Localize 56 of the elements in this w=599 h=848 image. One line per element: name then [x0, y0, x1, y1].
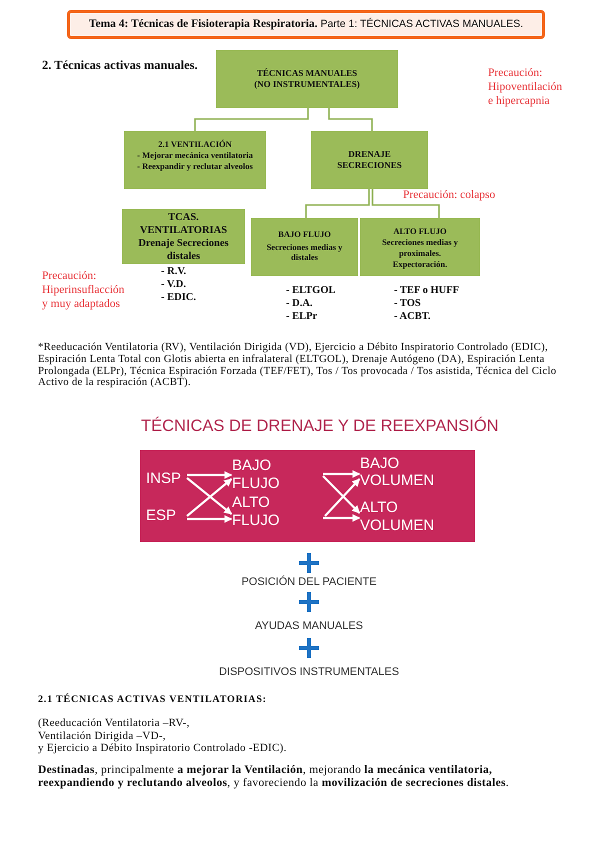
category-box [311, 131, 428, 189]
connector-line [305, 189, 370, 218]
arrow [323, 514, 360, 522]
category-box [360, 218, 480, 276]
category-box [122, 209, 245, 264]
figure-title: TÉCNICAS DE DRENAJE Y DE REEXPANSIÓN [141, 417, 499, 435]
arrow [187, 515, 232, 523]
connector-line [328, 108, 373, 131]
list-item: - ACBT. [394, 310, 432, 323]
box-text: TÉCNICAS MANUALES (NO INSTRUMENTALES) [253, 68, 361, 90]
section-heading: 2.1 TÉCNICAS ACTIVAS VENTILATORIAS: [38, 694, 267, 706]
box-heading: ALTO FLUJO [393, 226, 447, 237]
box-text: Secreciones medias y distales [266, 242, 344, 262]
caution-note: Precaución: colapso [403, 188, 496, 202]
technique-text: POSICIÓN DEL PACIENTE [241, 576, 377, 588]
list-item: - TOS [394, 297, 422, 310]
box-heading: 2.1 VENTILACIÓN [158, 139, 232, 150]
abbreviation-note: *Reeducación Ventilatoria (RV), Ventilación Dirigida (VD), Ejercicio a Débito Inspiratorio Controlado (EDIC), Espiración Lenta Total con Glotis abierta en infralateral (ELTGOL), Drenaje Autógeno (DA), Espiración Lenta Prolongada (ELPr), Técnica Espiración Forzada (TEF/FET), Tos / Tos provocada / Tos asistida, Técnica del Ciclo Activo de la respiración (ACBT). [38, 342, 558, 390]
title-banner: Tema 4: Técnicas de Fisioterapia Respiratoria. Parte 1: TÉCNICAS ACTIVAS MANUALES. [67, 10, 545, 39]
category-box [251, 218, 358, 276]
box-text: Secreciones medias y proximales. Expectoración. [381, 237, 459, 270]
flow-label: BAJO FLUJO [232, 457, 281, 493]
box-text: - Mejorar mecánica ventilatoria [137, 150, 253, 161]
arrow [187, 471, 232, 479]
flow-label: ESP [146, 507, 176, 524]
category-box [124, 131, 266, 189]
body-text: Ventilación Dirigida –VD-, [38, 730, 166, 742]
body-text: Destinadas, principalmente a mejorar la Ventilación, mejorando la mecánica ventilatoria, reexpandiendo y reclutando alveolos, y favoreciendo la movilización de secreciones distales. [38, 764, 510, 790]
body-text: y Ejercicio a Débito Inspiratorio Controlado -EDIC). [38, 742, 287, 754]
flow-label: BAJO VOLUMEN [360, 455, 436, 489]
box-heading: TCAS. VENTILATORIAS [138, 210, 228, 236]
caution-note: Precaución: Hiperinsuflacción y muy adaptados [42, 269, 126, 311]
section-heading: 2. Técnicas activas manuales. [42, 58, 198, 72]
arrow [323, 470, 360, 478]
flow-label: ALTO FLUJO [232, 494, 281, 530]
list-item: - ELPr [286, 310, 318, 323]
list-item: - EDIC. [161, 291, 196, 304]
box-heading: BAJO FLUJO [278, 229, 331, 240]
list-item: - TEF o HUFF [394, 284, 460, 297]
list-item: - R.V. [161, 265, 188, 278]
technique-text: AYUDAS MANUALES [255, 620, 363, 632]
box-text: DRENAJE SECRECIONES [336, 149, 403, 171]
connector-line [194, 108, 309, 131]
technique-text: DISPOSITIVOS INSTRUMENTALES [218, 666, 400, 678]
connector-line [372, 189, 440, 218]
flow-label: INSP [146, 470, 182, 487]
list-item: - ELTGOL [286, 284, 336, 297]
body-text: (Reeducación Ventilatoria –RV-, [38, 717, 190, 730]
flow-label: ALTO VOLUMEN [360, 499, 436, 535]
technique-panel [140, 450, 475, 542]
list-item: - V.D. [161, 278, 187, 291]
category-box [216, 50, 398, 108]
caution-note: Precaución: Hipoventilación e hipercapnia [488, 66, 564, 108]
box-text: - Reexpandir y reclutar alveolos [137, 161, 253, 172]
list-item: - D.A. [286, 297, 314, 310]
box-text: Drenaje Secreciones distales [137, 236, 230, 262]
